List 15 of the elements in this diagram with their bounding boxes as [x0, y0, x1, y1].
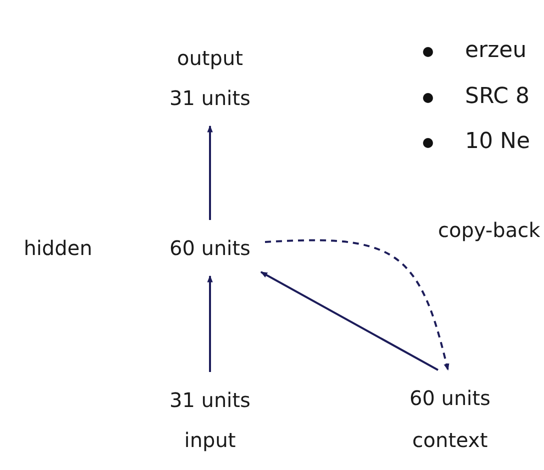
- arrow: [264, 239, 450, 371]
- layer-name: output: [177, 46, 243, 70]
- unit-count: 31 units: [170, 86, 250, 110]
- bullet-text: erzeu: [465, 38, 527, 63]
- bullet-text: 10 Ne: [465, 129, 530, 154]
- layer-name: context: [412, 428, 488, 452]
- arrow: [207, 125, 213, 220]
- unit-count: 60 units: [410, 386, 490, 410]
- layer-name: input: [184, 428, 236, 452]
- unit-count: 31 units: [170, 388, 250, 412]
- arrow: [260, 271, 438, 371]
- arrow: [207, 275, 213, 372]
- bullet-text: SRC 8: [465, 84, 530, 108]
- unit-count: 60 units: [170, 236, 250, 260]
- layer-name: hidden: [24, 236, 92, 260]
